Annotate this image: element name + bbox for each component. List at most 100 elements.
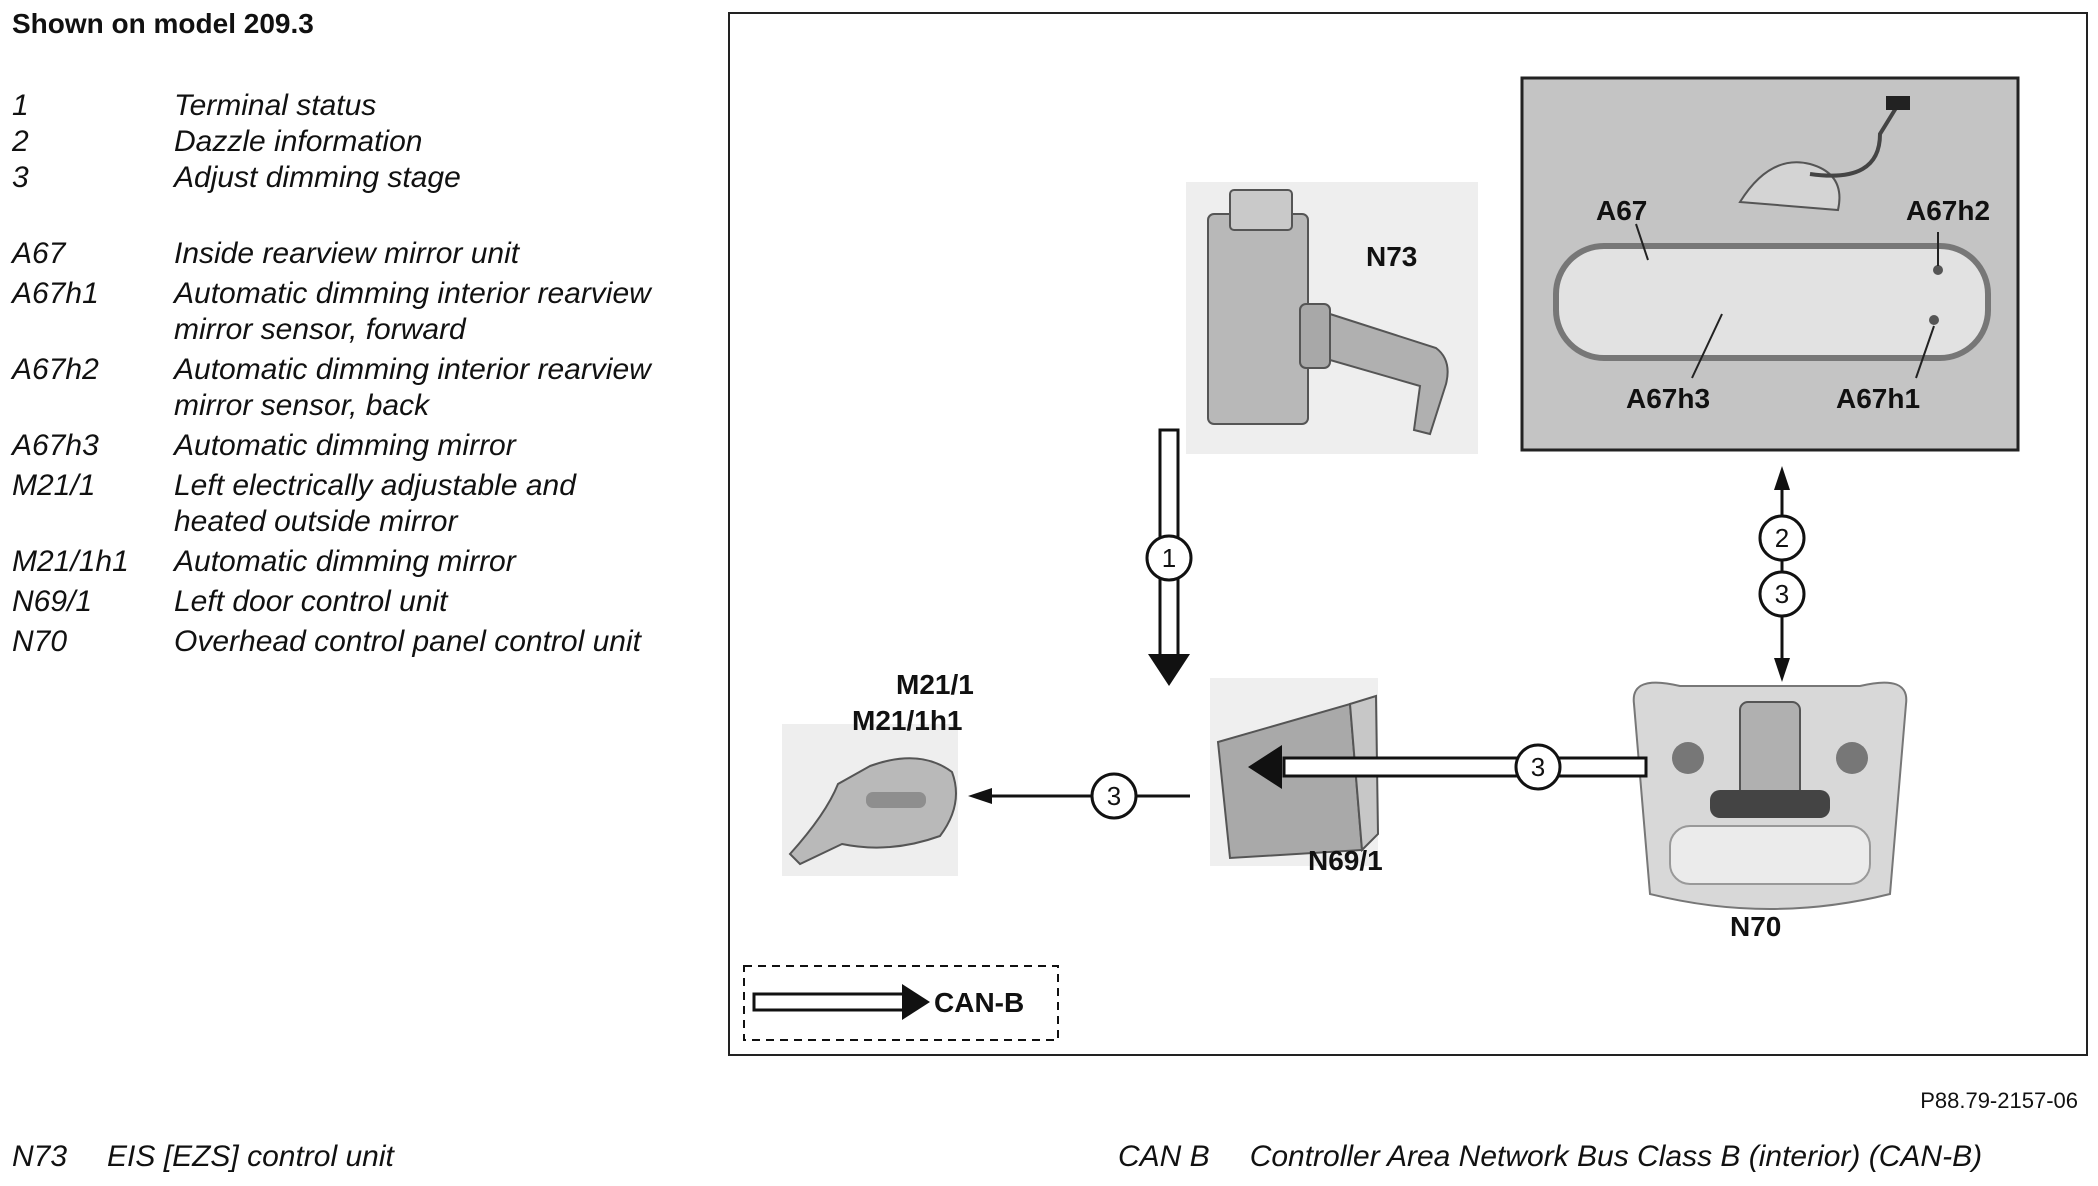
signal-badge-2 (1758, 514, 1806, 562)
a67h1-sensor-icon (1929, 315, 1939, 325)
a67h2-label: A67h2 (1906, 195, 1990, 226)
legend-desc: Inside rearview mirror unit (174, 237, 520, 270)
signal-badge-3-top-text: 3 (1775, 579, 1789, 609)
legend-desc: Terminal status (174, 89, 377, 122)
signal-arrow-3-n70-head (1248, 745, 1282, 789)
signal-arrow-3-n69: 3 (968, 772, 1190, 820)
legend-desc: Overhead control panel control unit (174, 625, 641, 658)
mirror-cable-icon (1809, 106, 1898, 178)
n73-eis-control-unit: N73 (1186, 182, 1478, 454)
n70-right-button-icon (1836, 742, 1868, 774)
a67h1-leader-line (1915, 325, 1935, 379)
a67h1-label: A67h1 (1836, 383, 1920, 414)
n73-label: N73 (1366, 241, 1417, 272)
legend-spacer (12, 196, 652, 236)
side-mirror-icon (788, 757, 957, 866)
page-heading: Shown on model 209.3 (12, 8, 314, 39)
mirror-connector-icon (1886, 96, 1910, 110)
signal-arrow-1: 1 (1145, 428, 1193, 686)
legend-desc: Dazzle information (174, 125, 423, 158)
footer-right: CAN B Controller Area Network Bus Class … (1118, 1140, 1982, 1174)
network-diagram: N73 A67 A67h2 A67h3 A67h1 N69/1 (728, 12, 2088, 1056)
signal-arrow-3-n70-shaft (1282, 756, 1648, 778)
legend-desc: Automatic dimming interior rearview mirr… (174, 353, 651, 422)
legend-code: N70 (12, 625, 68, 658)
signal-arrow-2-3-head-down (1774, 658, 1790, 682)
can-b-key-arrow-shaft (752, 992, 906, 1012)
a67h2-sensor-icon (1933, 265, 1943, 275)
n73-key-slot-icon (1299, 303, 1331, 369)
n70-label: N70 (1730, 911, 1781, 942)
legend-item: A67h1 Automatic dimming interior rearvie… (12, 276, 652, 348)
footer-right-code: CAN B (1118, 1140, 1210, 1173)
signal-badge-3-n69-text: 3 (1107, 781, 1121, 811)
signal-badge-1 (1145, 534, 1193, 582)
legend-item: N69/1 Left door control unit (12, 584, 652, 620)
legend-code: 2 (12, 125, 29, 158)
n69-1-label: N69/1 (1308, 845, 1383, 876)
figure-code: P88.79-2157-06 (1920, 1088, 2078, 1113)
legend-desc: Automatic dimming mirror (174, 545, 516, 578)
can-b-key-arrow-head (902, 984, 930, 1020)
signal-badge-1-text: 1 (1162, 543, 1176, 573)
mirror-glass-icon (1553, 243, 1991, 361)
footer-left: N73 EIS [EZS] control unit (12, 1140, 394, 1174)
footer-left-code: N73 (12, 1140, 68, 1173)
signal-arrow-1-head (1148, 654, 1190, 686)
legend-item: A67h3 Automatic dimming mirror (12, 428, 652, 464)
m21-1h1-glass-icon (866, 792, 926, 808)
signal-badge-3-n69 (1090, 772, 1138, 820)
legend-code: A67h3 (12, 429, 99, 462)
legend-desc: Left door control unit (174, 585, 448, 618)
a67h3-leader-line (1691, 313, 1723, 379)
n70-lamp-lens-icon (1669, 825, 1871, 885)
legend-item: A67h2 Automatic dimming interior rearvie… (12, 352, 652, 424)
signal-arrow-3-n69-head (968, 788, 992, 804)
legend-desc: Adjust dimming stage (174, 161, 461, 194)
n70-left-button-icon (1672, 742, 1704, 774)
legend: 1 Terminal status 2 Dazzle information 3… (12, 88, 652, 664)
legend-desc: Automatic dimming mirror (174, 429, 516, 462)
n73-housing-icon (1207, 213, 1309, 425)
legend-item: M21/1 Left electrically adjustable and h… (12, 468, 652, 540)
m21-1h1-label: M21/1h1 (852, 705, 963, 736)
a67-mirror-unit: A67 A67h2 A67h3 A67h1 (1520, 76, 2020, 452)
legend-item: M21/1h1 Automatic dimming mirror (12, 544, 652, 580)
signal-arrow-2-3-head-up (1774, 466, 1790, 490)
signal-badge-3-n70-text: 3 (1531, 752, 1545, 782)
a67h3-label: A67h3 (1626, 383, 1710, 414)
signal-badge-3-n70 (1514, 743, 1562, 791)
legend-item: 2 Dazzle information (12, 124, 652, 160)
key-icon (1329, 312, 1449, 436)
signal-arrow-3-n70: 3 (1248, 743, 1648, 791)
signal-badge-3-top (1758, 570, 1806, 618)
legend-item: 3 Adjust dimming stage (12, 160, 652, 196)
legend-desc: Left electrically adjustable and heated … (174, 469, 576, 538)
n73-top-block-icon (1229, 189, 1293, 231)
n70-bottom-button-icon (1710, 790, 1830, 818)
can-b-key: CAN-B (743, 965, 1059, 1041)
legend-item: N70 Overhead control panel control unit (12, 624, 652, 660)
legend-item: A67 Inside rearview mirror unit (12, 236, 652, 272)
footer-right-desc: Controller Area Network Bus Class B (int… (1249, 1140, 1983, 1173)
footer-left-desc: EIS [EZS] control unit (107, 1140, 394, 1173)
a67-leader-line (1635, 223, 1649, 261)
can-b-key-label: CAN-B (934, 987, 1024, 1018)
n70-overhead-control-panel: N70 (1632, 681, 1908, 942)
m21-1-outside-mirror: M21/1 M21/1h1 (782, 669, 974, 876)
legend-item: 1 Terminal status (12, 88, 652, 124)
m21-1-label: M21/1 (896, 669, 974, 700)
signal-badge-2-text: 2 (1775, 523, 1789, 553)
a67-label: A67 (1596, 195, 1647, 226)
legend-code: 1 (12, 89, 29, 122)
signal-arrow-2-3: 2 3 (1758, 466, 1806, 682)
diagram-canvas: N73 A67 A67h2 A67h3 A67h1 N69/1 (743, 76, 2020, 1041)
legend-code: A67h1 (12, 277, 99, 310)
legend-code: N69/1 (12, 585, 93, 618)
legend-code: M21/1 (12, 469, 96, 502)
legend-desc: Automatic dimming interior rearview mirr… (174, 277, 651, 346)
legend-code: A67 (12, 237, 66, 270)
can-b-key-frame (743, 965, 1059, 1041)
legend-code: 3 (12, 161, 29, 194)
legend-code: A67h2 (12, 353, 99, 386)
